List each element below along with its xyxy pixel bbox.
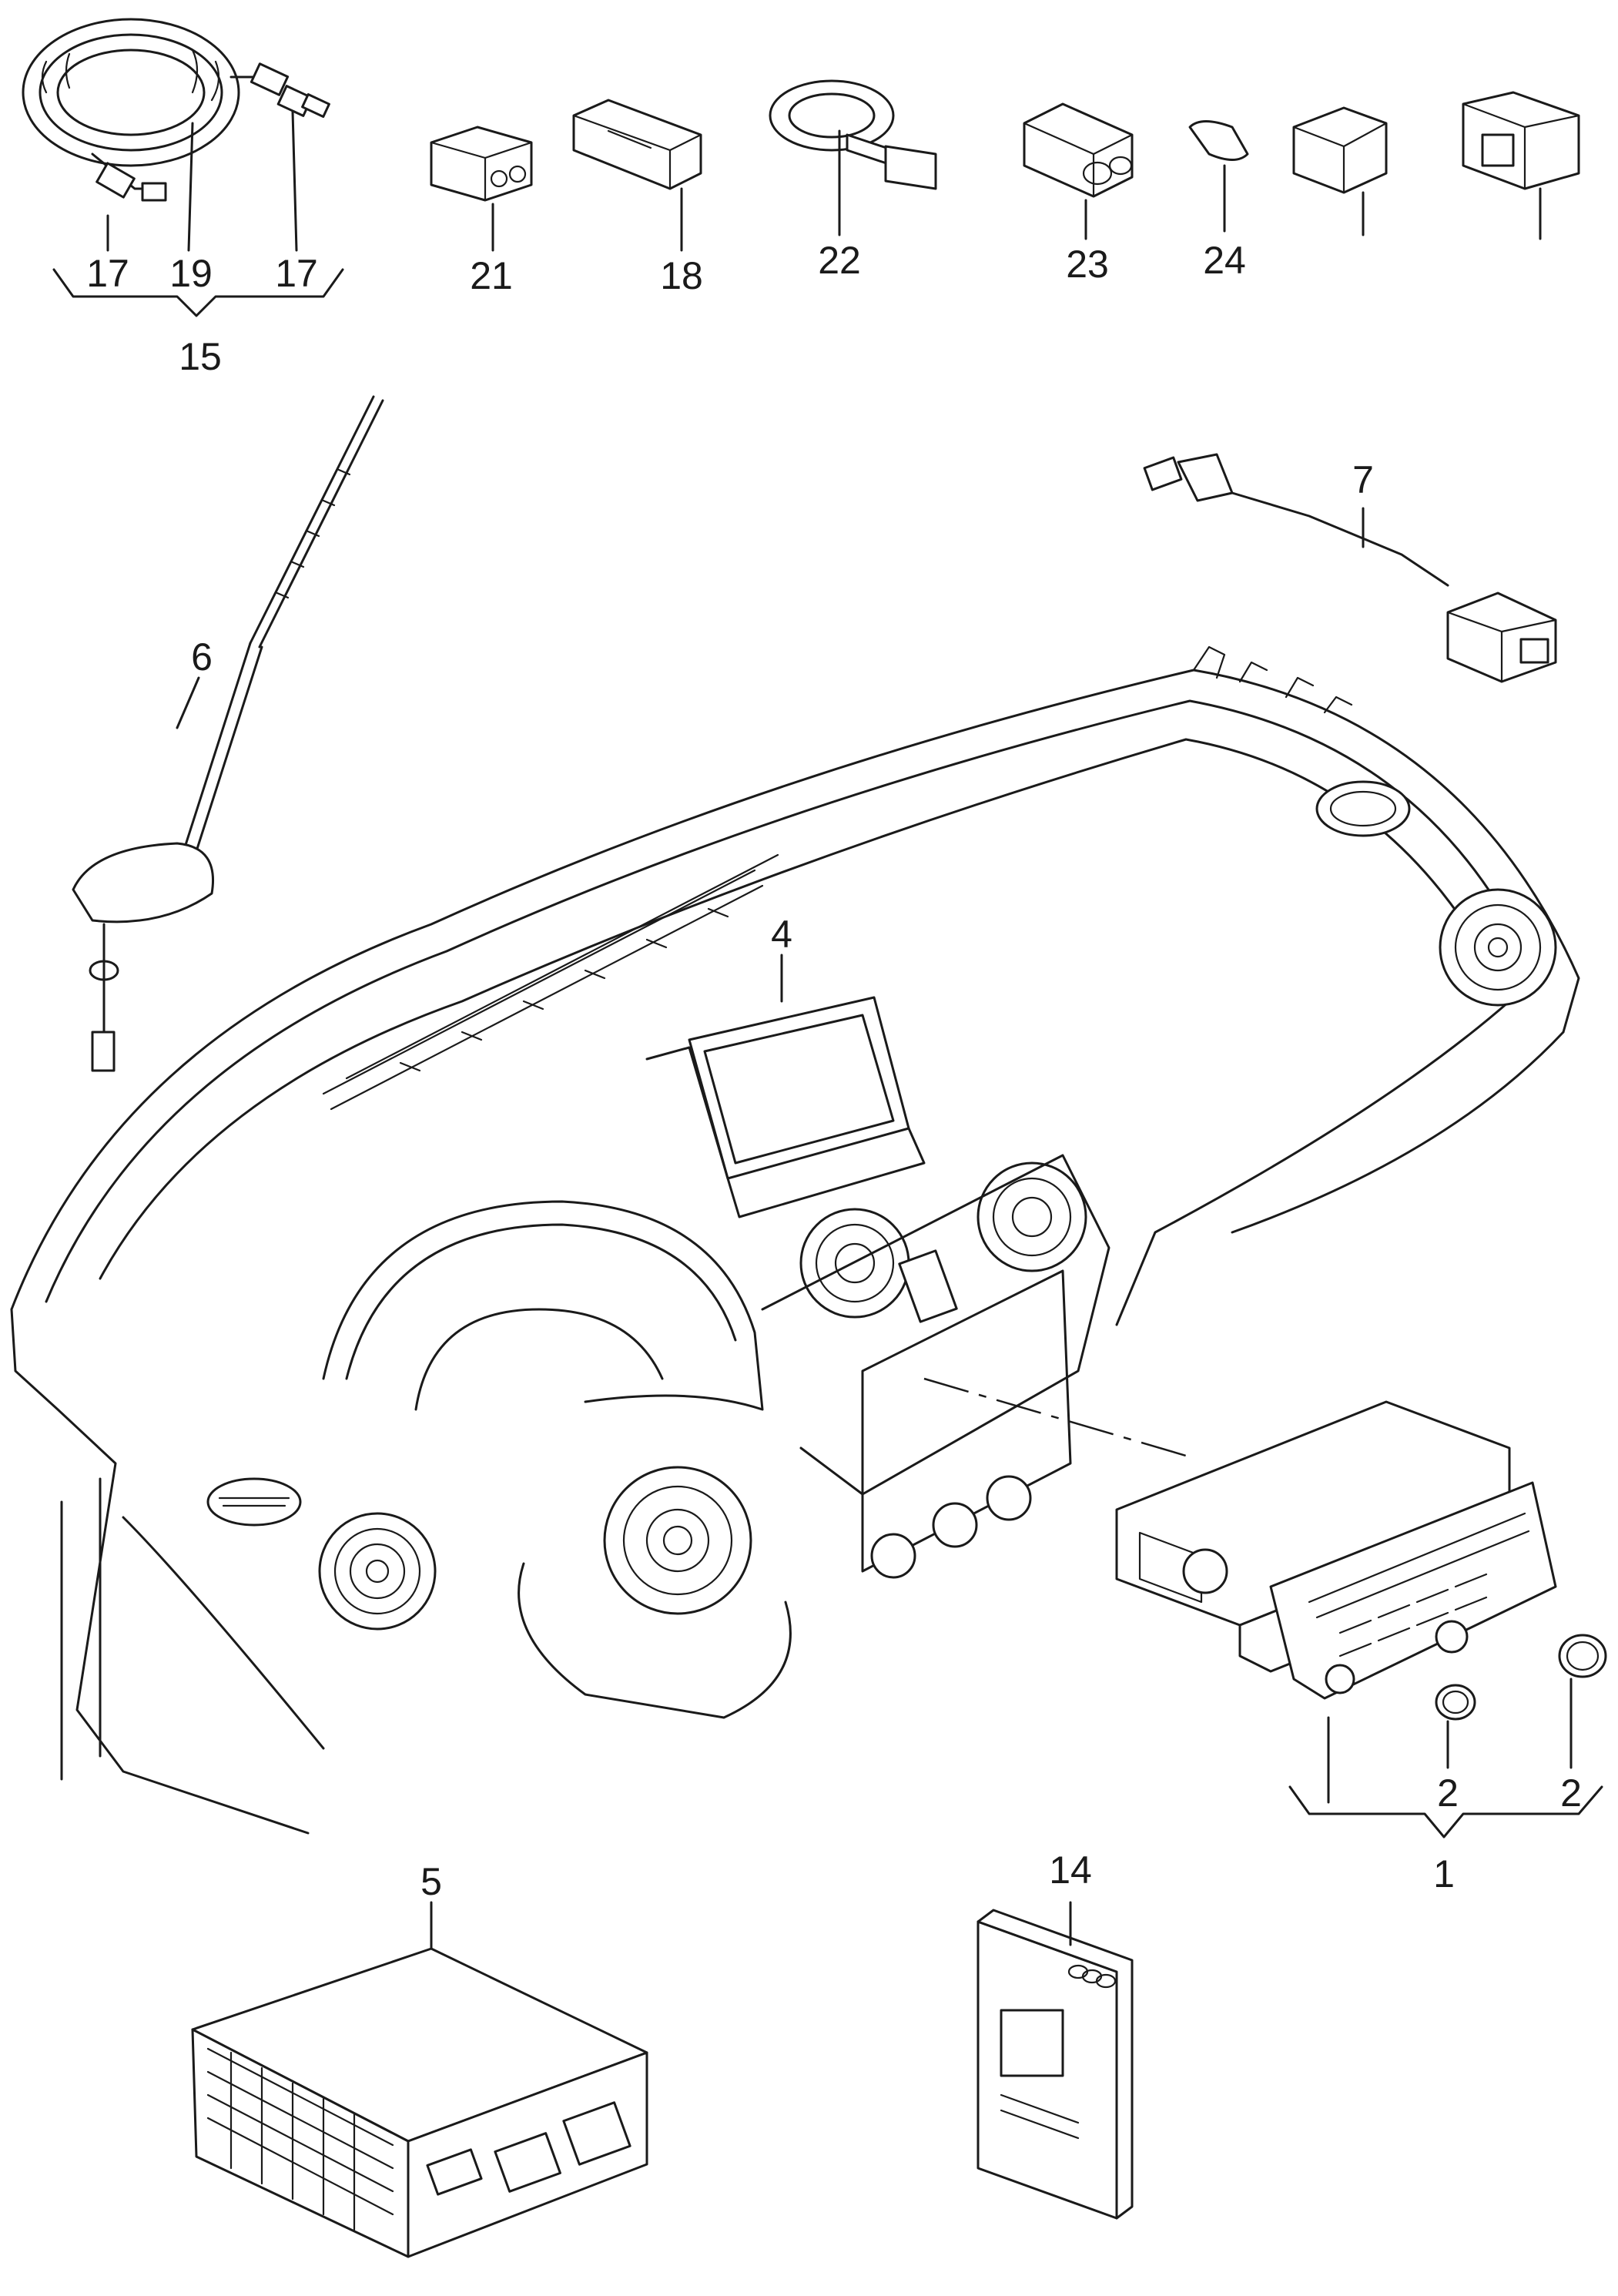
callout-18: 18 xyxy=(660,254,703,297)
manual-booklet-part xyxy=(976,1901,1134,2220)
display-screen-part xyxy=(645,954,926,1218)
dashboard-assembly xyxy=(10,645,1580,1835)
callout-14: 14 xyxy=(1049,1849,1092,1892)
radio-unit-part xyxy=(923,1377,1607,1838)
ring-connector-20-part xyxy=(769,79,937,236)
control-module-part xyxy=(191,1901,648,2258)
callout-6: 6 xyxy=(191,635,213,679)
callout-20: 22 xyxy=(818,239,861,282)
housing-18-part xyxy=(572,99,702,252)
pin-22-part xyxy=(1188,120,1249,233)
connector-24-part xyxy=(1462,91,1580,240)
callout-15: 15 xyxy=(179,335,222,378)
cover-23-part xyxy=(1292,106,1388,236)
callout-22: 24 xyxy=(1203,239,1246,282)
callout-5: 5 xyxy=(420,1860,442,1903)
connector-16-part xyxy=(430,126,533,252)
callout-7: 7 xyxy=(1352,458,1374,501)
callout-17-left: 17 xyxy=(86,252,129,295)
callout-leaders-15 xyxy=(52,110,344,317)
antenna-cable-part xyxy=(1143,453,1557,683)
callout-21: 23 xyxy=(1066,243,1109,286)
callout-2-right: 2 xyxy=(1560,1771,1582,1815)
callout-2-left: 2 xyxy=(1437,1771,1459,1815)
callout-4: 4 xyxy=(771,913,792,956)
rod-antenna-part xyxy=(72,395,384,1072)
callout-16: 21 xyxy=(470,254,513,297)
callout-17-right: 17 xyxy=(275,252,318,295)
callout-1: 1 xyxy=(1433,1852,1455,1895)
clip-21-part xyxy=(1023,102,1134,240)
coiled-cable-part xyxy=(22,18,330,202)
callout-19: 19 xyxy=(169,252,213,295)
